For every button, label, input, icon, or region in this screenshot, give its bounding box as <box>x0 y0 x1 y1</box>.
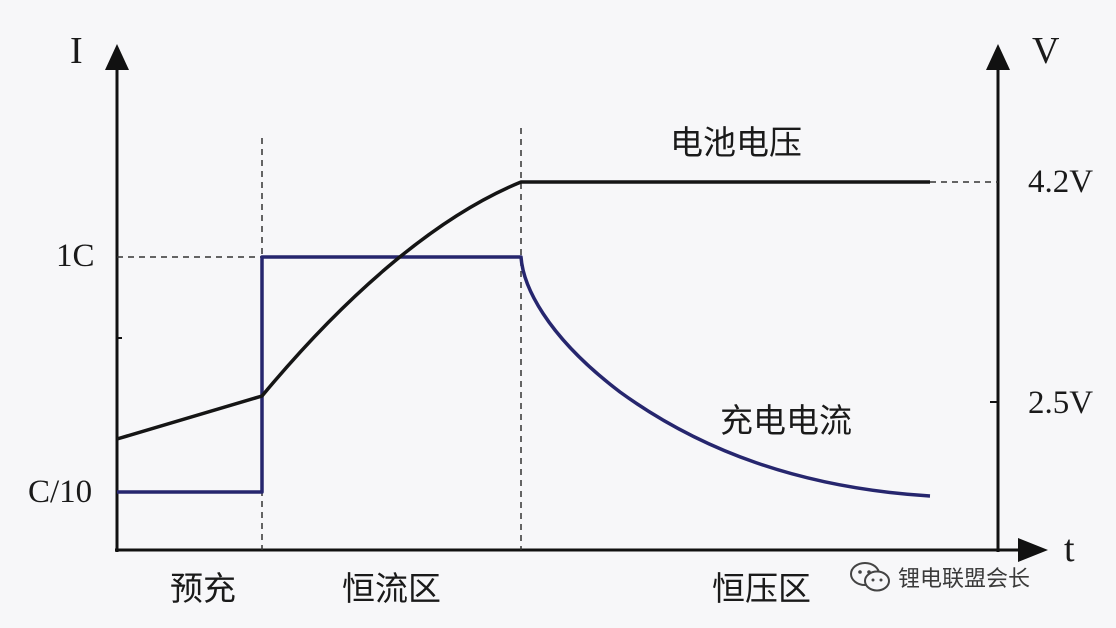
left-axis-arrow <box>105 44 129 70</box>
tick-label-4.2v: 4.2V <box>1028 164 1094 200</box>
phase-label-precharge: 预充 <box>170 569 236 608</box>
time-axis-arrow <box>1018 538 1048 562</box>
tick-label-c-over-10: C/10 <box>28 474 93 510</box>
battery-voltage-label: 电池电压 <box>670 123 802 162</box>
charging-current-curve <box>117 255 931 498</box>
phase-label-constant-voltage: 恒压区 <box>712 569 811 608</box>
right-axis-arrow <box>986 44 1010 70</box>
time-axis-label: t <box>1064 528 1075 570</box>
current-axis-label: I <box>70 30 83 72</box>
tick-label-1c: 1C <box>56 238 95 274</box>
tick-label-2.5v: 2.5V <box>1028 385 1094 421</box>
charging-current-label: 充电电流 <box>720 401 852 440</box>
watermark-text: 锂电联盟会长 <box>898 567 1031 592</box>
battery-voltage-curve <box>116 180 930 441</box>
wechat-chat-bubble-icon <box>850 562 890 592</box>
watermark: 锂电联盟会长 <box>848 560 1030 594</box>
phase-label-constant-current: 恒流区 <box>342 569 441 608</box>
voltage-axis-label: V <box>1032 30 1060 72</box>
